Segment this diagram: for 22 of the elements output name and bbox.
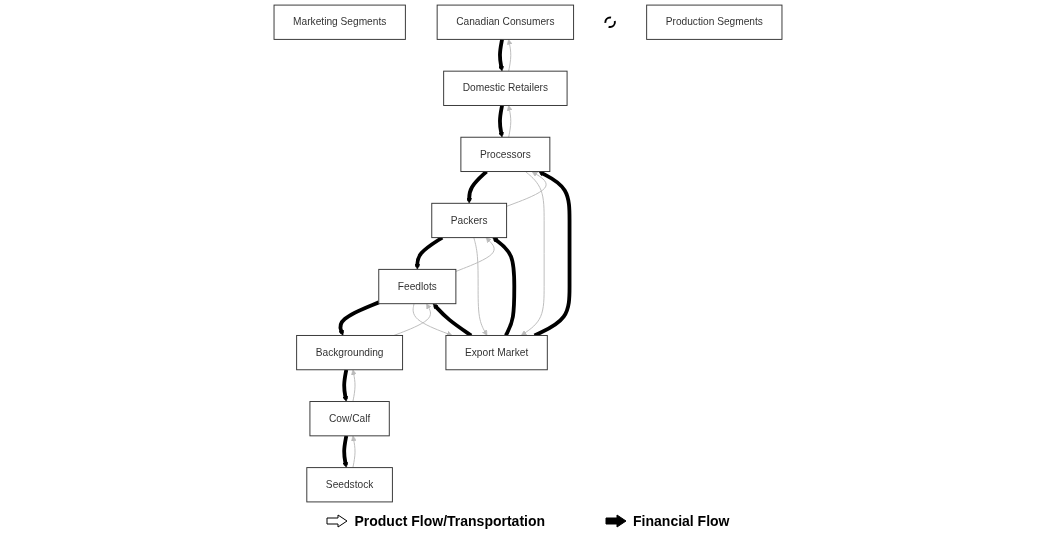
arrow <box>498 105 504 138</box>
node-box: Canadian Consumers <box>436 4 575 40</box>
arrow <box>498 39 504 72</box>
node-box: Seedstock <box>306 467 393 503</box>
node-box: Marketing Segments <box>273 4 406 40</box>
node-box: Cow/Calf <box>309 401 390 437</box>
node-box: Backgrounding <box>296 335 404 371</box>
arrow <box>414 236 444 270</box>
node-box: Packers <box>431 202 508 239</box>
arrow <box>466 170 488 204</box>
arrow <box>342 435 349 468</box>
arrow <box>492 237 517 337</box>
node-box: Feedlots <box>378 268 457 305</box>
legend-text: Product Flow/Transportation <box>354 513 546 529</box>
node-circle <box>604 16 616 28</box>
arrow <box>342 369 349 402</box>
legend-text: Financial Flow <box>633 513 730 529</box>
node-box: Production Segments <box>646 4 783 40</box>
node-box: Domestic Retailers <box>443 70 568 106</box>
node-box: Processors <box>460 136 551 172</box>
arrow <box>338 300 380 336</box>
node-box: Export Market <box>445 335 548 371</box>
